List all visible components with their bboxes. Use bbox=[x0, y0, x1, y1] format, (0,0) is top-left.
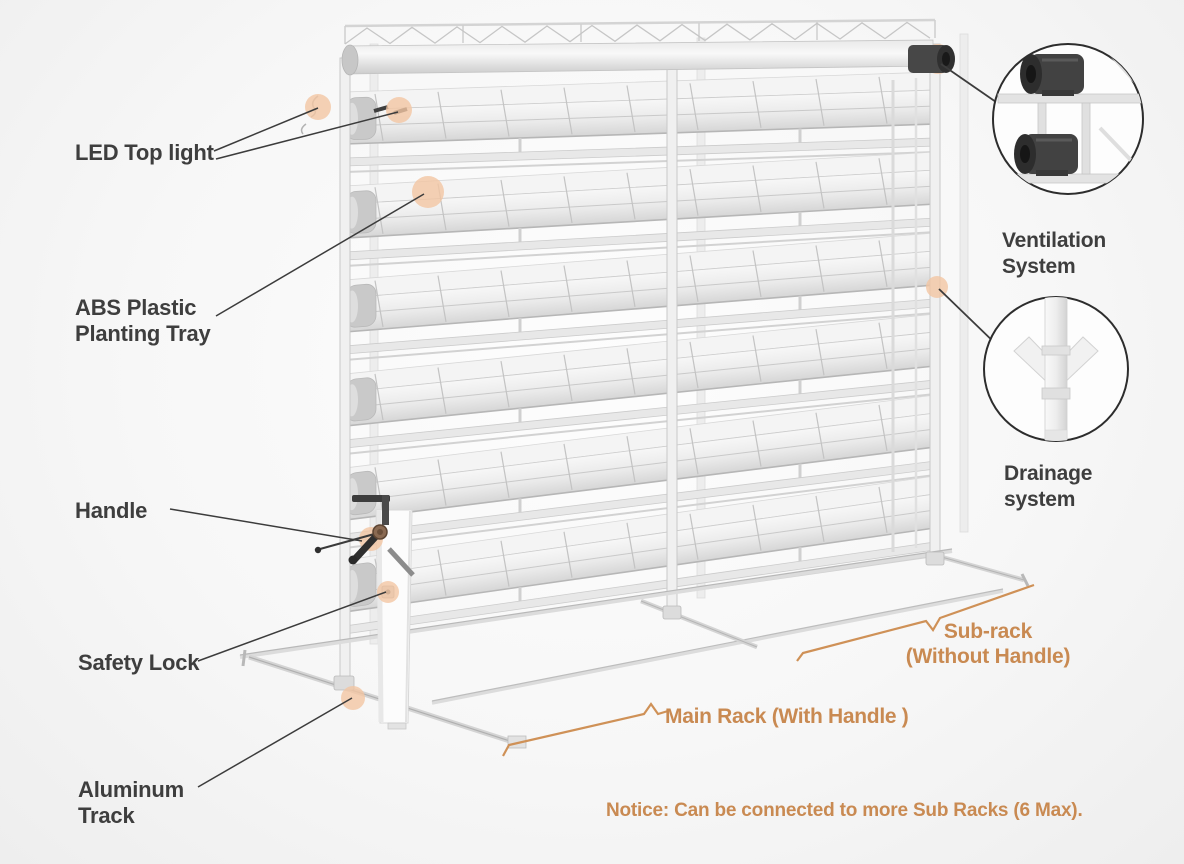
leader-ventilation bbox=[940, 63, 997, 103]
leader-led-2 bbox=[215, 111, 399, 160]
leader-aluminum-track bbox=[197, 697, 353, 788]
leader-safety-lock bbox=[197, 591, 387, 662]
highlight-dot-aluminum-track bbox=[341, 686, 365, 710]
highlight-dot-led-1 bbox=[305, 94, 331, 120]
leader-handle bbox=[169, 508, 363, 542]
callout-led-top-light-text: LED Top light bbox=[75, 140, 214, 165]
rack-top-assembly bbox=[300, 18, 955, 135]
callout-safety-lock-text: Safety Lock bbox=[78, 650, 200, 675]
highlight-dot-tray bbox=[412, 176, 444, 208]
callout-abs-tray-line2: Planting Tray bbox=[75, 321, 211, 346]
callout-ventilation-line2: System bbox=[1002, 255, 1076, 278]
highlight-dot-led-2 bbox=[386, 97, 412, 123]
led-fixture bbox=[373, 105, 389, 113]
annotation-main-rack-text: Main Rack (With Handle ) bbox=[665, 705, 909, 728]
callout-handle: Handle bbox=[75, 498, 147, 524]
brace-main-rack bbox=[502, 702, 669, 757]
drainage-inset bbox=[983, 296, 1129, 442]
callout-aluminum-track: Aluminum Track bbox=[78, 777, 184, 829]
callout-abs-tray: ABS Plastic Planting Tray bbox=[75, 295, 211, 347]
callout-aluminum-track-line2: Track bbox=[78, 803, 135, 828]
annotation-sub-rack-line1: Sub-rack bbox=[943, 620, 1033, 643]
handle-crank bbox=[314, 524, 388, 565]
highlight-dot-safety-lock bbox=[377, 581, 399, 603]
callout-led-top-light: LED Top light bbox=[75, 140, 214, 166]
ventilation-fan bbox=[908, 45, 955, 73]
leader-abs-tray bbox=[215, 193, 425, 317]
section-braces bbox=[502, 583, 1035, 757]
leader-led-1 bbox=[213, 107, 319, 152]
annotation-sub-rack-line2: (Without Handle) bbox=[905, 645, 1071, 668]
drain-pipes bbox=[891, 78, 918, 552]
hanging-wire bbox=[300, 123, 307, 135]
caster bbox=[333, 675, 355, 691]
caster bbox=[925, 551, 945, 566]
callout-ventilation: Ventilation System bbox=[1002, 228, 1106, 280]
inset-fan-top bbox=[1020, 54, 1084, 96]
callout-drainage: Drainage system bbox=[1004, 461, 1092, 513]
inset-fan-bottom bbox=[1014, 134, 1078, 176]
annotation-notice: Notice: Can be connected to more Sub Rac… bbox=[606, 798, 1083, 824]
caster bbox=[662, 605, 682, 620]
annotation-sub-rack: Sub-rack (Without Handle) bbox=[870, 619, 1106, 669]
annotation-notice-text: Notice: Can be connected to more Sub Rac… bbox=[606, 800, 1083, 821]
ventilation-inset bbox=[992, 43, 1144, 195]
handle-assembly bbox=[314, 495, 415, 730]
callout-aluminum-track-line1: Aluminum bbox=[78, 777, 184, 802]
annotation-main-rack: Main Rack (With Handle ) bbox=[665, 704, 909, 730]
leader-lines bbox=[169, 63, 1004, 788]
callout-safety-lock: Safety Lock bbox=[78, 650, 199, 676]
planting-tray-rows bbox=[343, 70, 942, 642]
callout-ventilation-line1: Ventilation bbox=[1002, 229, 1106, 252]
highlight-dots bbox=[305, 94, 948, 710]
callout-handle-text: Handle bbox=[75, 498, 148, 523]
callout-drainage-line2: system bbox=[1004, 488, 1076, 511]
callout-abs-tray-line1: ABS Plastic bbox=[75, 295, 197, 320]
brace-sub-rack bbox=[796, 583, 1035, 662]
callout-drainage-line1: Drainage bbox=[1004, 462, 1093, 485]
